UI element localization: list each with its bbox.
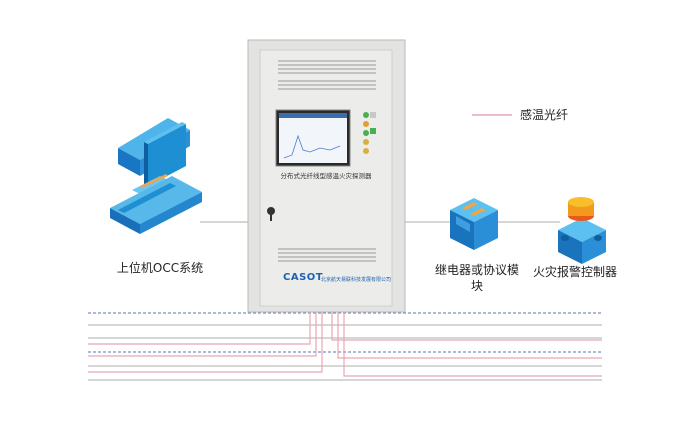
indicator-lights [363,112,376,154]
top-vent [278,60,376,90]
alarm-label: 火灾报警控制器 [532,265,617,279]
bottom-vent [278,248,376,262]
monitor-trace [283,134,341,159]
cabinet-brand-subtitle: 北京航天易联科技发展有限公司 [321,277,392,283]
cabinet-brand-logo: CASOT [283,272,324,283]
fiber-bundle [88,310,602,381]
detector-cabinet [247,39,406,313]
cabinet-lock-icon [267,207,275,221]
pc-workstation-icon [110,118,202,234]
relay-label: 继电器或协议模块 [434,263,519,293]
relay-module-icon [450,198,498,250]
pc-label: 上位机OCC系统 [116,261,204,275]
fire-alarm-controller-icon [558,197,606,264]
legend-label: 感温光纤 [520,108,569,122]
cabinet-caption: 分布式光纤线型感温火灾探测器 [280,172,372,180]
